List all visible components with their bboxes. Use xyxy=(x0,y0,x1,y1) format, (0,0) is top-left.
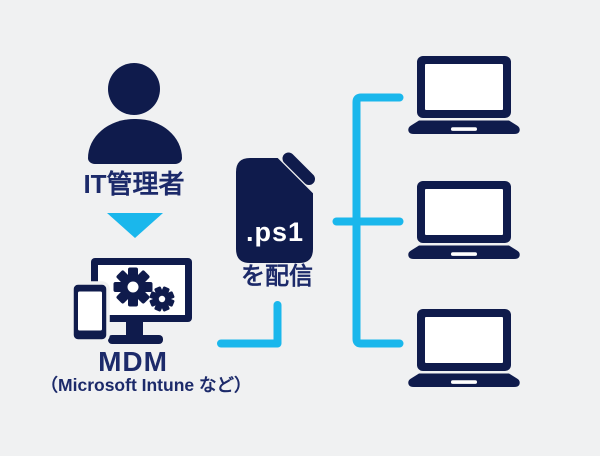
person-icon xyxy=(108,63,160,115)
laptop-icon-3 xyxy=(408,309,520,387)
mdm-devices-gear-icon xyxy=(70,258,192,344)
phone-icon xyxy=(70,281,110,343)
deliver-action-label: を配信 xyxy=(241,263,313,290)
down-arrow-icon xyxy=(107,213,163,238)
mdm-label: MDM xyxy=(98,346,168,377)
ps1-file-label: .ps1 xyxy=(245,217,305,247)
laptop-icon-1 xyxy=(408,56,520,134)
gear-small-icon xyxy=(149,286,175,312)
folded-corner xyxy=(282,152,315,185)
monitor-stand-neck xyxy=(126,322,143,336)
mdm-sublabel: （Microsoft Intune など） xyxy=(40,375,252,395)
gear-large-icon xyxy=(113,267,153,307)
mdm-to-file-connector xyxy=(217,301,282,348)
it-admin-label: IT管理者 xyxy=(83,169,185,199)
ps1-file-icon xyxy=(236,150,320,263)
monitor-stand-base xyxy=(108,335,163,344)
laptop-icon-2 xyxy=(408,181,520,259)
